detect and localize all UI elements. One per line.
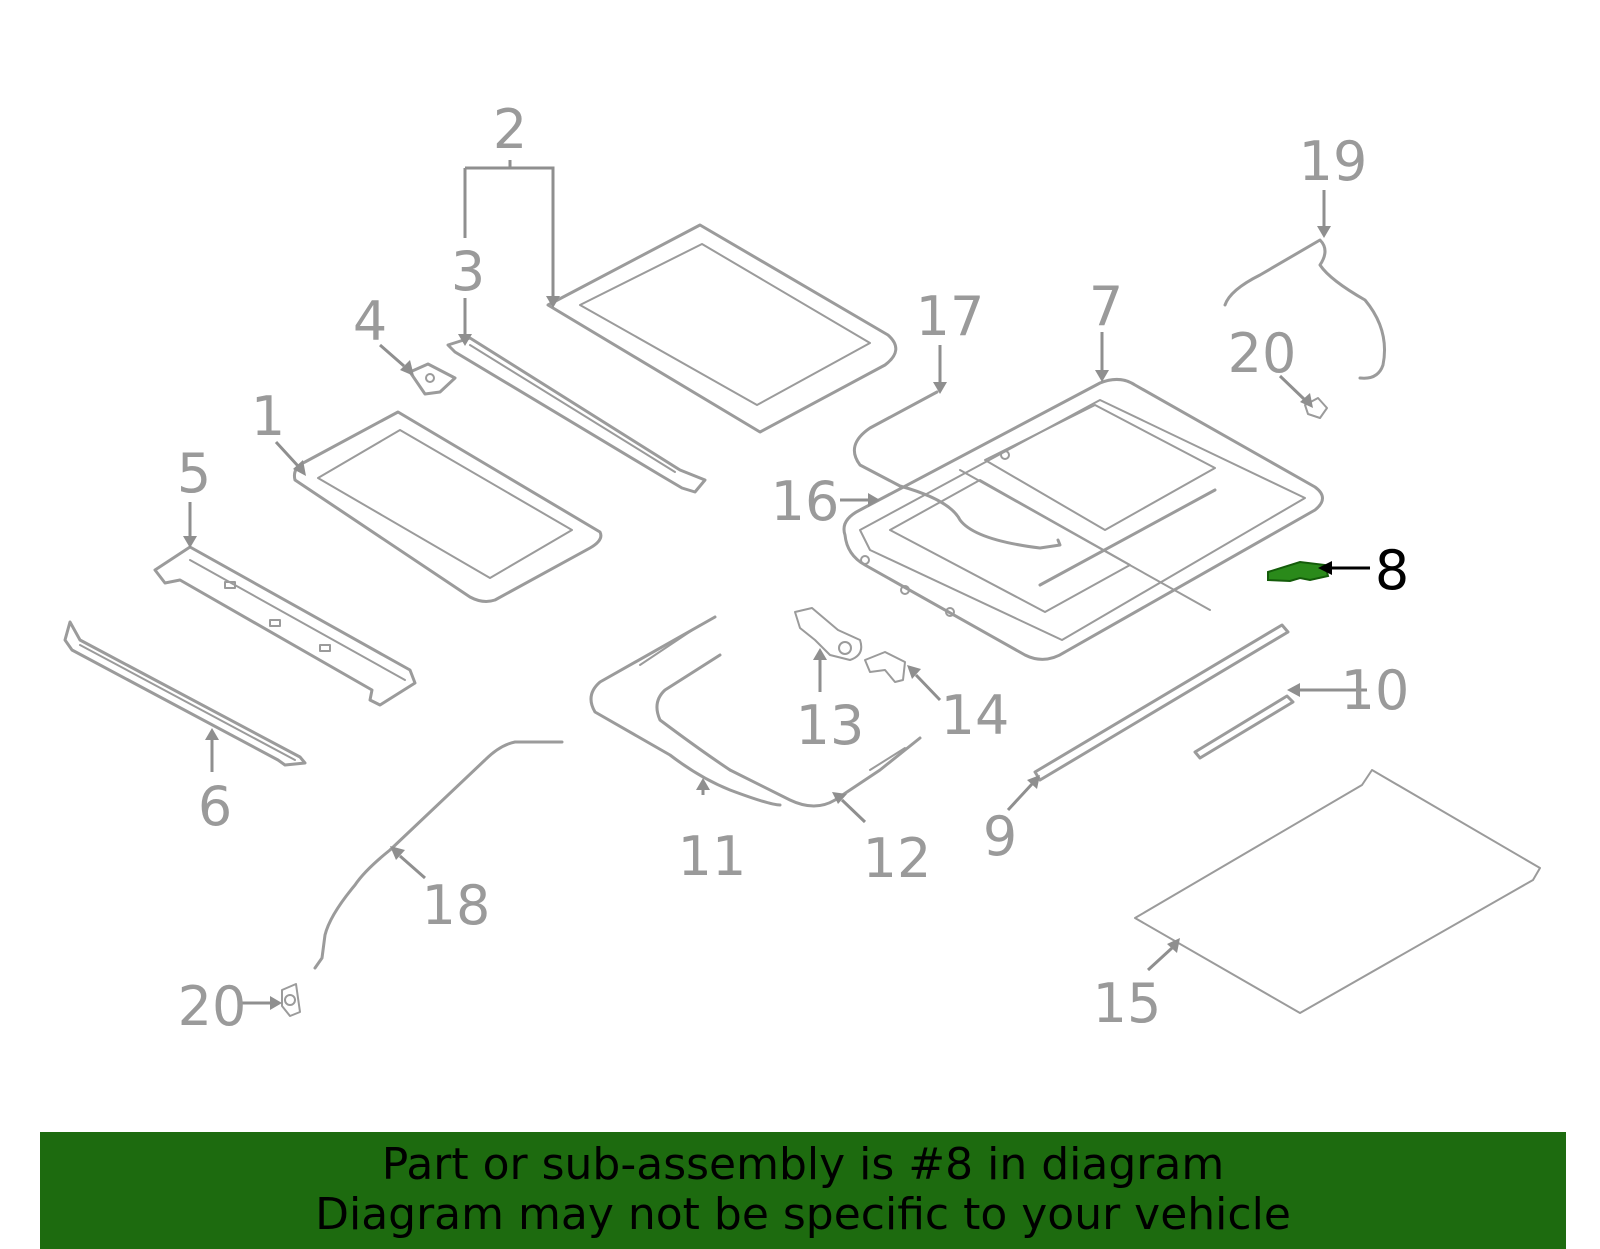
callout-19: 19: [1299, 130, 1368, 193]
callout-17: 17: [916, 285, 985, 348]
callout-9: 9: [983, 805, 1017, 868]
callout-6: 6: [198, 775, 232, 838]
callout-2: 2: [493, 98, 527, 161]
callout-18: 18: [422, 874, 491, 937]
callout-4: 4: [353, 290, 387, 353]
info-banner: Part or sub-assembly is #8 in diagram Di…: [40, 1132, 1566, 1249]
part-5-deflector[interactable]: [153, 545, 417, 707]
part-19-drain-hose[interactable]: [1223, 238, 1387, 380]
callout-11: 11: [678, 825, 747, 888]
part-1-glass[interactable]: [293, 410, 603, 603]
callout-3: 3: [451, 240, 485, 303]
leader-lines: [183, 160, 1370, 1010]
part-14-bracket[interactable]: [864, 651, 906, 683]
part-8-highlighted[interactable]: [1267, 560, 1330, 583]
callout-10: 10: [1341, 659, 1410, 722]
callout-1: 1: [251, 385, 285, 448]
callout-13: 13: [796, 694, 865, 757]
callout-20-lower: 20: [178, 975, 247, 1038]
part-20-clip-lower[interactable]: [281, 983, 301, 1017]
callout-14: 14: [941, 684, 1010, 747]
part-2-glass-panel[interactable]: [546, 223, 898, 434]
part-15-sheet[interactable]: [1134, 769, 1541, 1014]
part-4-bracket[interactable]: [408, 362, 457, 396]
banner-line-part-info: Part or sub-assembly is #8 in diagram: [381, 1139, 1225, 1190]
part-18-drain-hose[interactable]: [313, 740, 564, 970]
part-7-sunroof-frame[interactable]: [842, 378, 1324, 661]
banner-line-disclaimer: Diagram may not be specific to your vehi…: [315, 1189, 1291, 1240]
part-6-strip[interactable]: [63, 620, 307, 767]
callout-8-highlighted: 8: [1375, 539, 1409, 602]
callout-12: 12: [863, 827, 932, 890]
callout-5: 5: [177, 442, 211, 505]
part-13-motor[interactable]: [794, 607, 863, 661]
callout-20-upper: 20: [1228, 322, 1297, 385]
part-17-drain-hose[interactable]: [852, 390, 1062, 550]
part-10-strip[interactable]: [1193, 694, 1295, 760]
part-3-rail[interactable]: [446, 336, 707, 494]
part-11-cable[interactable]: [589, 615, 782, 807]
callout-16: 16: [771, 470, 840, 533]
callout-15: 15: [1093, 972, 1162, 1035]
callout-7: 7: [1089, 275, 1123, 338]
part-12-cable[interactable]: [639, 624, 922, 808]
part-20-clip-upper[interactable]: [1304, 397, 1328, 419]
